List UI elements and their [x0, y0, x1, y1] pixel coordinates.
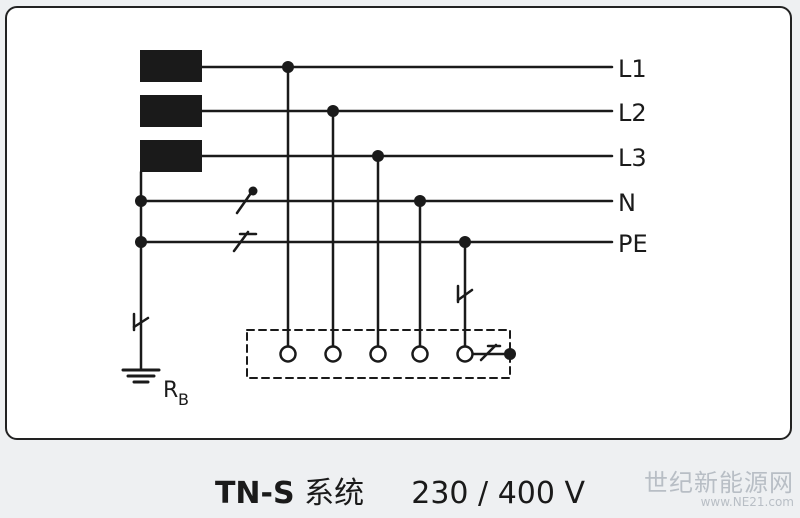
junction-dot-star-n — [135, 195, 147, 207]
terminal-pe — [456, 345, 474, 363]
n-break-dot — [248, 186, 258, 196]
diagram-panel — [5, 6, 792, 440]
terminal-l1 — [279, 345, 297, 363]
earth-label-subscript: B — [178, 390, 189, 409]
terminal-l2 — [324, 345, 342, 363]
label-l1: L1 — [618, 55, 647, 83]
frame-junction-dot — [504, 348, 516, 360]
junction-dot-l2 — [327, 105, 339, 117]
caption-voltage: 230 / 400 V — [411, 476, 586, 511]
earth-line-mark-slash — [132, 316, 150, 329]
terminal-l3 — [369, 345, 387, 363]
transformer-winding-2 — [140, 95, 202, 127]
watermark-url: www.NE21.com — [700, 495, 794, 510]
label-l2: L2 — [618, 99, 647, 127]
pe-drop-mark-slash — [456, 288, 474, 302]
watermark: 世纪新能源网 www.NE21.com — [644, 470, 794, 510]
watermark-text: 世纪新能源网 — [644, 469, 794, 497]
junction-dot-pe — [459, 236, 471, 248]
junction-dot-star-pe — [135, 236, 147, 248]
earth-label-main: R — [163, 378, 178, 403]
n-break-mark — [235, 191, 253, 215]
junction-dot-l3 — [372, 150, 384, 162]
junction-dot-l1 — [282, 61, 294, 73]
terminal-n — [411, 345, 429, 363]
transformer-winding-1 — [140, 50, 202, 82]
pe-to-frame-slash — [479, 343, 498, 362]
junction-dot-n — [414, 195, 426, 207]
label-pe: PE — [618, 230, 648, 258]
caption-system-name: TN-S — [214, 476, 295, 511]
transformer-winding-3 — [140, 140, 202, 172]
label-l3: L3 — [618, 144, 647, 172]
caption: TN-S 系统 230 / 400 V — [0, 468, 800, 512]
label-n: N — [618, 189, 636, 217]
caption-system-word: 系统 — [304, 476, 365, 511]
